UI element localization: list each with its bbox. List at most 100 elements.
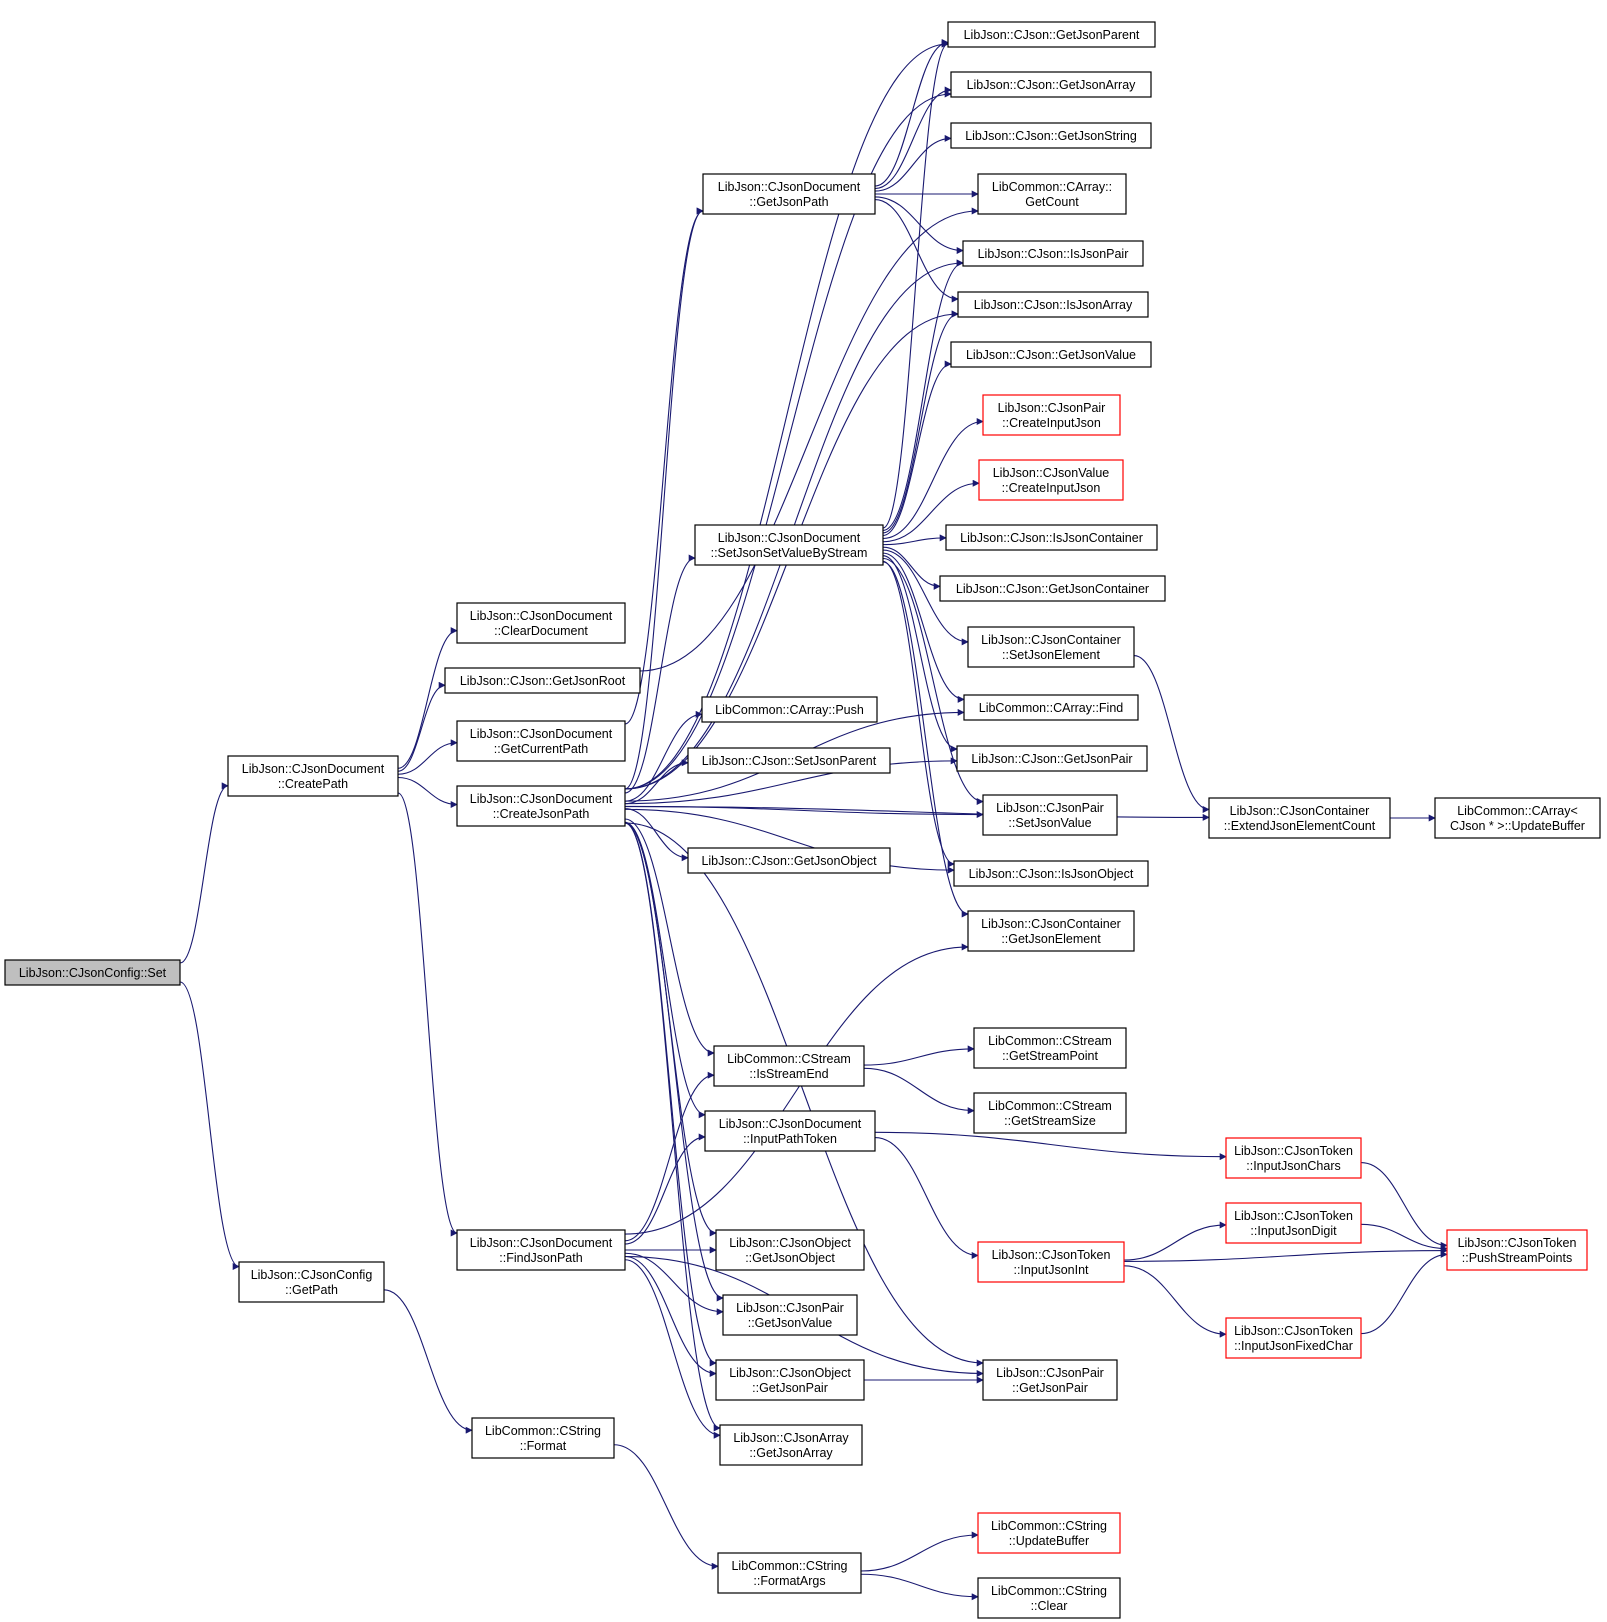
node-objgetobj[interactable]: LibJson::CJsonObject::GetJsonObject <box>715 1229 865 1271</box>
node-box <box>701 696 878 723</box>
node-cfgpath[interactable]: LibJson::CJsonConfig::GetPath <box>238 1261 385 1303</box>
node-objgetpair[interactable]: LibJson::CJsonObject::GetJsonPair <box>715 1359 865 1401</box>
node-box <box>950 122 1152 149</box>
node-inputint[interactable]: LibJson::CJsonToken::InputJsonInt <box>977 1241 1125 1283</box>
node-pairgetpair[interactable]: LibJson::CJsonPair::GetJsonPair <box>982 1359 1118 1401</box>
edge-curpath-to-getjsonpath <box>624 207 704 725</box>
node-box <box>962 240 1144 267</box>
node-label: LibJson::CJsonContainer <box>1230 804 1370 818</box>
node-box <box>456 785 626 827</box>
node-label: LibCommon::CString <box>991 1519 1107 1533</box>
node-box <box>1208 797 1391 839</box>
node-label: LibJson::CJson::GetJsonString <box>965 129 1137 143</box>
edge-createjson-to-objgetpair <box>624 822 717 1367</box>
node-label: ::InputJsonChars <box>1246 1159 1341 1173</box>
node-getstreamsize[interactable]: LibCommon::CStream::GetStreamSize <box>973 1092 1127 1134</box>
node-valcreate[interactable]: LibJson::CJsonValue::CreateInputJson <box>978 459 1124 501</box>
node-strclear[interactable]: LibCommon::CString::Clear <box>977 1577 1121 1619</box>
node-box <box>687 847 891 874</box>
node-extend[interactable]: LibJson::CJsonContainer::ExtendJsonEleme… <box>1208 797 1391 839</box>
node-getcontainer[interactable]: LibJson::CJson::GetJsonContainer <box>939 575 1166 602</box>
edge-isstreamend-to-getstreamsize <box>863 1067 975 1115</box>
node-getpair[interactable]: LibJson::CJson::GetJsonPair <box>956 745 1148 772</box>
node-inputchars[interactable]: LibJson::CJsonToken::InputJsonChars <box>1225 1137 1362 1179</box>
node-contget[interactable]: LibJson::CJsonContainer::GetJsonElement <box>967 910 1135 952</box>
node-cleardoc[interactable]: LibJson::CJsonDocument::ClearDocument <box>456 602 626 644</box>
node-paircreate[interactable]: LibJson::CJsonPair::CreateInputJson <box>982 394 1121 436</box>
node-label: LibJson::CJsonPair <box>736 1301 844 1315</box>
edge-createjson-to-extend <box>624 806 1210 821</box>
node-fmtargs[interactable]: LibCommon::CString::FormatArgs <box>717 1552 862 1594</box>
node-label: LibJson::CJsonArray <box>733 1431 849 1445</box>
node-getvalue[interactable]: LibJson::CJson::GetJsonValue <box>950 341 1152 368</box>
node-isstreamend[interactable]: LibCommon::CStream::IsStreamEnd <box>713 1045 865 1087</box>
node-box <box>982 394 1121 436</box>
edge-findpath-to-objgetpair <box>624 1255 717 1377</box>
edge-createjson-to-inputpathtoken <box>624 821 706 1119</box>
node-label: ::GetJsonArray <box>749 1446 833 1460</box>
node-findpath[interactable]: LibJson::CJsonDocument::FindJsonPath <box>456 1229 626 1271</box>
node-isarray[interactable]: LibJson::CJson::IsJsonArray <box>957 291 1149 318</box>
node-label: LibJson::CJson::SetJsonParent <box>702 754 877 768</box>
edge-findpath-to-contget <box>624 943 969 1235</box>
edge-createpath-to-getroot <box>397 681 446 772</box>
node-label: ::ExtendJsonElementCount <box>1224 819 1376 833</box>
node-box <box>717 1552 862 1594</box>
node-getroot[interactable]: LibJson::CJson::GetJsonRoot <box>444 667 641 694</box>
node-getstreampoint[interactable]: LibCommon::CStream::GetStreamPoint <box>973 1027 1127 1069</box>
node-push[interactable]: LibCommon::CArray::Push <box>701 696 878 723</box>
node-updatebuf[interactable]: LibCommon::CString::UpdateBuffer <box>977 1512 1121 1554</box>
node-iscontainer[interactable]: LibJson::CJson::IsJsonContainer <box>945 524 1158 551</box>
node-createpath[interactable]: LibJson::CJsonDocument::CreatePath <box>227 755 399 797</box>
node-getarray[interactable]: LibJson::CJson::GetJsonArray <box>950 71 1152 98</box>
node-box <box>957 291 1149 318</box>
node-inputdigit[interactable]: LibJson::CJsonToken::InputJsonDigit <box>1225 1202 1362 1244</box>
node-getstring[interactable]: LibJson::CJson::GetJsonString <box>950 122 1152 149</box>
node-label: ::ClearDocument <box>494 624 588 638</box>
node-isobject[interactable]: LibJson::CJson::IsJsonObject <box>953 860 1149 887</box>
node-find[interactable]: LibCommon::CArray::Find <box>963 694 1139 721</box>
edge-setbystream-to-find <box>882 552 965 703</box>
node-inputfixed[interactable]: LibJson::CJsonToken::InputJsonFixedChar <box>1225 1317 1362 1359</box>
node-contset[interactable]: LibJson::CJsonContainer::SetJsonElement <box>967 626 1135 668</box>
node-getcount[interactable]: LibCommon::CArray::GetCount <box>977 173 1127 215</box>
node-pushstream[interactable]: LibJson::CJsonToken::PushStreamPoints <box>1446 1229 1588 1271</box>
node-box <box>963 694 1139 721</box>
node-label: LibJson::CJsonPair <box>996 801 1104 815</box>
edge-createjson-to-isstreamend <box>624 818 715 1057</box>
node-label: ::CreatePath <box>278 777 348 791</box>
node-createjson[interactable]: LibJson::CJsonDocument::CreateJsonPath <box>456 785 626 827</box>
edge-setbystream-to-getparent <box>882 40 949 529</box>
edge-inputint-to-pushstream <box>1123 1247 1448 1262</box>
node-pairsetval[interactable]: LibJson::CJsonPair::SetJsonValue <box>982 794 1118 836</box>
node-label: LibJson::CJsonDocument <box>470 1236 613 1250</box>
node-box <box>1434 797 1601 839</box>
node-box <box>471 1417 615 1459</box>
node-set[interactable]: LibJson::CJsonConfig::Set <box>4 959 181 986</box>
node-strfmt[interactable]: LibCommon::CString::Format <box>471 1417 615 1459</box>
node-label: LibJson::CJsonToken <box>1458 1236 1577 1250</box>
node-arrgetarr[interactable]: LibJson::CJsonArray::GetJsonArray <box>719 1424 863 1466</box>
node-ispair[interactable]: LibJson::CJson::IsJsonPair <box>962 240 1144 267</box>
node-inputpathtoken[interactable]: LibJson::CJsonDocument::InputPathToken <box>704 1110 876 1152</box>
node-label: ::InputJsonDigit <box>1250 1224 1337 1238</box>
node-box <box>977 1577 1121 1619</box>
edge-createjson-to-pairsetval <box>624 805 984 819</box>
node-setparent[interactable]: LibJson::CJson::SetJsonParent <box>687 747 891 774</box>
edge-inputint-to-inputdigit <box>1123 1221 1227 1261</box>
node-curpath[interactable]: LibJson::CJsonDocument::GetCurrentPath <box>456 720 626 762</box>
node-setbystream[interactable]: LibJson::CJsonDocument::SetJsonSetValueB… <box>694 524 884 566</box>
node-label: LibCommon::CString <box>991 1584 1107 1598</box>
node-box <box>444 667 641 694</box>
node-label: LibJson::CJson::GetJsonObject <box>701 854 877 868</box>
node-label: LibJson::CJson::IsJsonPair <box>978 247 1129 261</box>
node-label: ::GetJsonPath <box>749 195 828 209</box>
node-getobj[interactable]: LibJson::CJson::GetJsonObject <box>687 847 891 874</box>
node-arrupdate[interactable]: LibCommon::CArray<CJson * >::UpdateBuffe… <box>1434 797 1601 839</box>
node-pairgetval[interactable]: LibJson::CJsonPair::GetJsonValue <box>722 1294 858 1336</box>
node-getjsonpath[interactable]: LibJson::CJsonDocument::GetJsonPath <box>702 173 876 215</box>
node-label: LibJson::CJsonDocument <box>470 727 613 741</box>
node-getparent[interactable]: LibJson::CJson::GetJsonParent <box>947 21 1156 48</box>
edge-getroot-to-getcount <box>639 207 979 672</box>
node-label: LibCommon::CStream <box>988 1099 1112 1113</box>
